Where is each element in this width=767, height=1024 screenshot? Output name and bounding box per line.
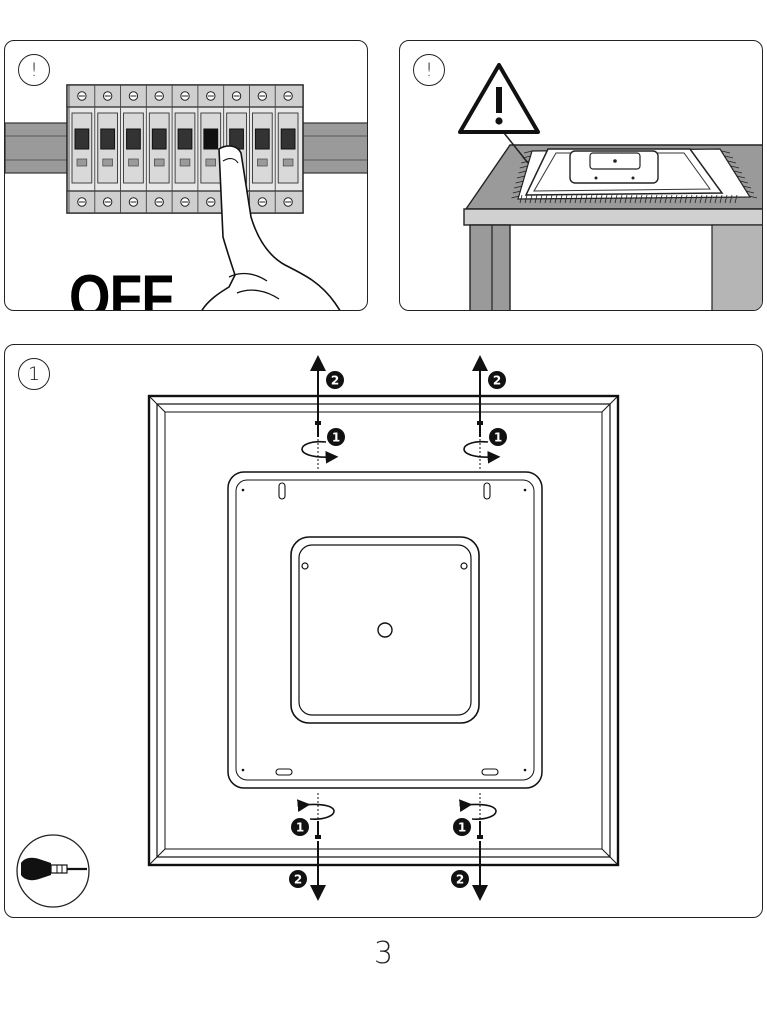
breaker-module [171,85,196,213]
screwdriver-icon [16,834,90,908]
svg-text:2: 2 [294,872,302,886]
svg-text:1: 1 [296,820,304,834]
screw-removal-step: 12 [451,793,497,901]
panel-place-on-surface: ! [399,40,763,311]
step-1-badge: 1 [489,428,507,446]
step-1-badge: 1 [453,818,471,836]
step-1-badge: 1 [327,428,345,446]
panel-switch-off-power: ! OFF [4,40,368,311]
hand-pointing-icon [201,145,341,310]
step-badge: 1 [18,358,50,390]
step-2-badge: 2 [289,870,307,888]
table-with-lamp-icon [463,132,762,310]
breaker-module [94,85,119,213]
step-2-badge: 2 [488,371,506,389]
off-label: OFF [69,263,174,311]
screw-removal-step: 12 [289,793,335,901]
svg-text:2: 2 [456,872,464,886]
step-2-badge: 2 [451,870,469,888]
page-number: 3 [373,936,394,971]
breaker-module [248,85,273,213]
screw-removal-step: 21 [301,355,345,469]
breaker-module [274,85,299,213]
svg-text:1: 1 [332,430,340,444]
step-2-badge: 2 [326,371,344,389]
breaker-module [120,85,144,213]
breaker-module [197,85,222,213]
screw-removal-step: 21 [463,355,507,469]
caution-badge: ! [18,54,50,86]
svg-text:1: 1 [458,820,466,834]
caution-badge: ! [413,54,445,86]
svg-text:2: 2 [493,373,501,387]
breaker-module [145,85,170,213]
step-1-badge: 1 [291,818,309,836]
svg-text:2: 2 [331,373,339,387]
svg-text:1: 1 [494,430,502,444]
breaker-module [68,85,93,213]
warning-triangle-icon [458,63,540,134]
